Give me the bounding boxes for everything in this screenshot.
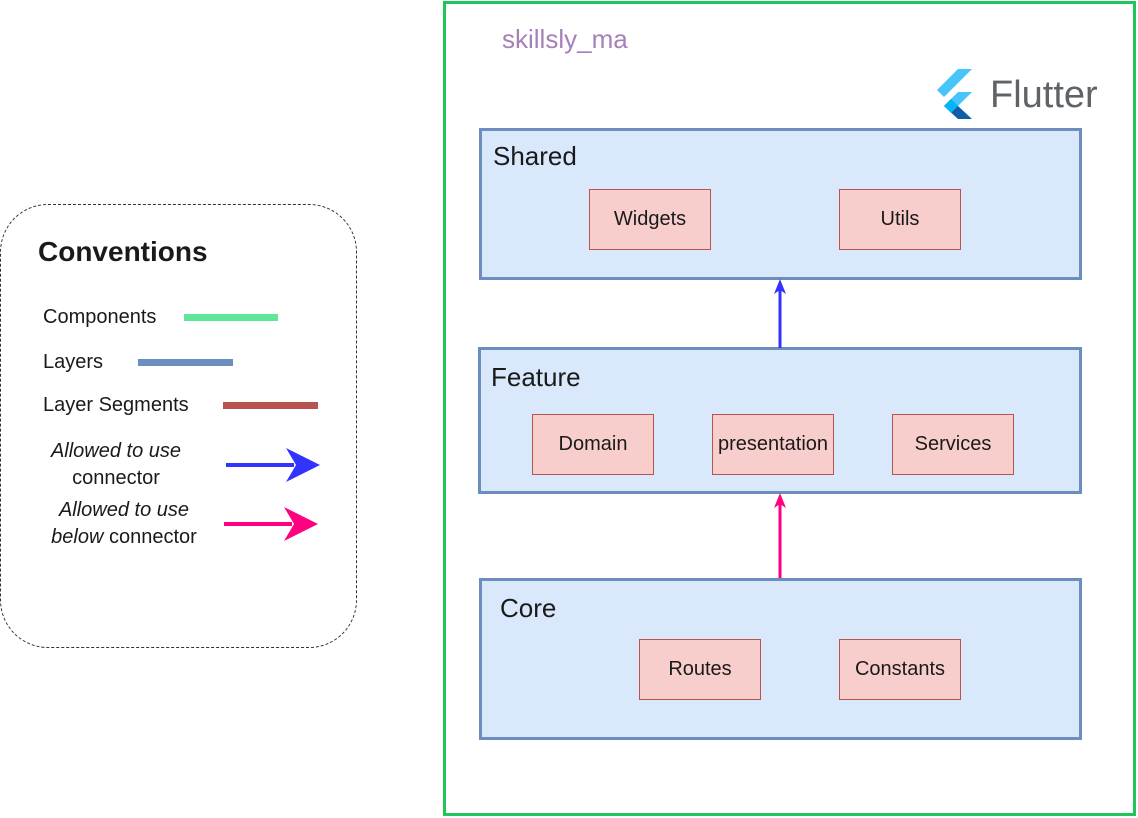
conventions-legend — [0, 204, 357, 648]
connector-feature-to-shared — [774, 279, 786, 348]
layer-feature-title: Feature — [491, 362, 581, 392]
layer-shared — [479, 128, 1082, 280]
legend-layers-label: Layers — [43, 351, 104, 373]
legend-layer-segments-label: Layer Segments — [43, 394, 189, 416]
layer-shared-title: Shared — [493, 141, 577, 171]
legend-components-label: Components — [43, 306, 157, 328]
legend-components-swatch — [184, 314, 278, 321]
flutter-logo-icon — [937, 69, 972, 119]
connector-core-to-feature — [774, 493, 786, 578]
legend-allowed-arrow — [226, 448, 320, 482]
segment-routes: Routes — [639, 639, 761, 700]
legend-allowed-below-arrow — [224, 507, 318, 541]
segment-domain: Domain — [532, 414, 654, 475]
layer-core-title: Core — [500, 593, 557, 623]
segment-utils: Utils — [839, 189, 961, 250]
segment-constants: Constants — [839, 639, 961, 700]
legend-layers-swatch — [138, 359, 233, 366]
segment-widgets: Widgets — [589, 189, 711, 250]
flutter-wordmark: Flutter — [990, 74, 1098, 116]
app-name: skillsly_ma — [502, 24, 628, 54]
app-boundary — [443, 1, 1136, 816]
segment-presentation: presentation — [712, 414, 834, 475]
legend-allowed-label: Allowed to use connector — [50, 440, 182, 489]
layer-core — [479, 578, 1082, 740]
legend-allowed-below-label: Allowed to use below connector — [51, 499, 197, 548]
legend-layer-segments-swatch — [223, 402, 318, 409]
conventions-title: Conventions — [38, 236, 208, 267]
segment-services: Services — [892, 414, 1014, 475]
